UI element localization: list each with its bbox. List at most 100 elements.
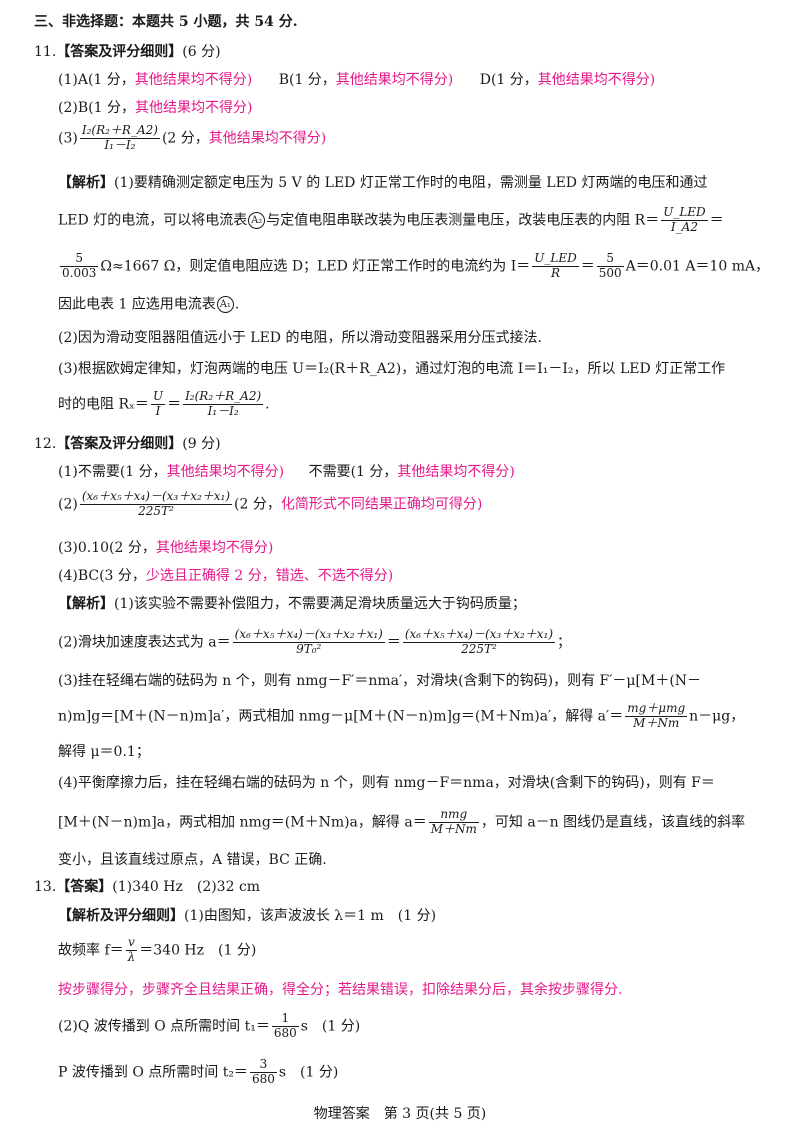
q13-header: 13.【答案】(1)340 Hz (2)32 cm (34, 879, 260, 896)
q13-p2-fden: λ (127, 949, 136, 964)
q12-p2-f2den: 225T² (461, 641, 497, 656)
q12-answer-3: (3)0.10(2 分，其他结果均不得分) (58, 540, 273, 557)
q11-analysis-label: 【解析】 (58, 175, 114, 191)
q12-p3b-fnum: mg＋μmg (625, 701, 688, 717)
q12-header: 12.【答案及评分细则】(9 分) (34, 436, 221, 453)
q11-answer-3: (3)I₂(R₂＋R_A2)I₁－I₂(2 分，其他结果均不得分) (58, 123, 326, 153)
q13-p2-post: ＝340 Hz (1 分) (139, 942, 257, 959)
q13-analysis-label: 【解析及评分细则】 (58, 908, 184, 924)
q11-analysis-p1a: (1)要精确测定额定电压为 5 V 的 LED 灯正常工作时的电阻，需测量 LE… (114, 175, 708, 191)
q12-a2-prefix: (2) (58, 496, 78, 513)
q12-a3-text: (3)0.10(2 分， (58, 540, 156, 556)
q11-a1-note3: 其他结果均不得分) (537, 72, 656, 88)
q11-p1c-post: A＝0.01 A＝10 mA， (625, 258, 770, 275)
q13-number: 13. (34, 879, 57, 895)
q11-p1c-mid: Ω≈1667 Ω，则定值电阻应选 D；LED 灯正常工作时的电流约为 I＝ (100, 258, 531, 275)
q11-p1c-f2den: R (550, 265, 560, 280)
q12-header-label: 【答案及评分细则】 (56, 436, 183, 452)
q12-a1-part1: (1)不需要(1 分， (58, 464, 167, 480)
q12-p2-f2num: (x₆＋x₅＋x₄)－(x₃＋x₂＋x₁) (402, 627, 556, 643)
q11-p3b-f2num: I₂(R₂＋R_A2) (183, 389, 264, 405)
q11-a1-note2: 其他结果均不得分) (335, 72, 454, 88)
q11-a3-fraction: I₂(R₂＋R_A2)I₁－I₂ (79, 123, 160, 153)
q12-answer-4: (4)BC(3 分，少选且正确得 2 分，错选、不选不得分) (58, 568, 393, 585)
q12-p3b-pre: n)m]g＝[M＋(N－n)m]a′，两式相加 nmg－μ[M＋(N－n)m]g… (58, 708, 624, 725)
q11-p3b-f2den: I₁－I₂ (207, 403, 239, 418)
q12-p3b-fden: M＋Nm (633, 715, 680, 730)
q11-a3-prefix: (3) (58, 130, 78, 147)
q12-p4b-pre: [M＋(N－n)m]a，两式相加 nmg＝(M＋Nm)a，解得 a＝ (58, 814, 427, 831)
q11-p1b-eq: ＝ (709, 212, 724, 229)
q13-p3-fnum: 1 (271, 1011, 299, 1027)
q12-p2-f1den: 9T₀² (296, 641, 322, 656)
q12-analysis-p1: (1)该实验不需要补偿阻力，不需要满足滑块质量远大于钩码质量； (114, 596, 526, 612)
q12-score: (9 分) (182, 436, 221, 452)
q11-p1c-f3num: 5 (596, 251, 624, 267)
q11-p3b-eq: ＝ (167, 396, 182, 413)
q11-analysis-5: (2)因为滑动变阻器阻值远小于 LED 的电阻，所以滑动变阻器采用分压式接法. (58, 330, 542, 346)
q11-p1b-fnum: U_LED (661, 205, 708, 221)
q12-a2-numerator: (x₆＋x₅＋x₄)－(x₃＋x₂＋x₁) (79, 489, 233, 505)
q11-a1-part2: B(1 分， (278, 72, 336, 88)
q13-p4-pre: P 波传播到 O 点所需时间 t₂＝ (58, 1064, 248, 1081)
q11-p1c-eq: ＝ (580, 258, 595, 275)
q12-analysis-1: 【解析】(1)该实验不需要补偿阻力，不需要满足滑块质量远大于钩码质量； (58, 596, 526, 613)
q13-p3-fden: 680 (273, 1025, 297, 1040)
q13-analysis-1: 【解析及评分细则】(1)由图知，该声波波长 λ＝1 m (1 分) (58, 908, 436, 925)
section-title: 三、非选择题：本题共 5 小题，共 54 分. (34, 14, 298, 30)
q11-p1b-post: 与定值电阻串联改装为电压表测量电压，改装电压表的内阻 R＝ (266, 212, 660, 229)
q11-a1-part1: (1)A(1 分， (58, 72, 135, 88)
q11-a2-text: (2)B(1 分， (58, 100, 135, 116)
q11-a1-part3: D(1 分， (479, 72, 538, 88)
q12-analysis-4: n)m]g＝[M＋(N－n)m]a′，两式相加 nmg－μ[M＋(N－n)m]g… (58, 701, 744, 731)
q12-a2-note: 化简形式不同结果正确均可得分) (280, 496, 483, 513)
q12-answer-1: (1)不需要(1 分，其他结果均不得分) 不需要(1 分，其他结果均不得分) (58, 464, 515, 481)
q11-a3-denominator: I₁－I₂ (104, 137, 136, 152)
q12-p2-post: ； (557, 634, 572, 651)
q12-analysis-label: 【解析】 (58, 596, 114, 612)
q11-number: 11. (34, 44, 57, 60)
q11-p3b-f1num: U (150, 389, 166, 405)
q12-a1-note2: 其他结果均不得分) (397, 464, 515, 480)
q12-a3-note: 其他结果均不得分) (155, 540, 274, 556)
q13-p4-post: s (1 分) (278, 1064, 339, 1081)
q13-header-label: 【答案】 (56, 879, 113, 895)
q12-analysis-6: (4)平衡摩擦力后，挂在轻绳右端的砝码为 n 个，则有 nmg－F＝nma，对滑… (58, 775, 715, 791)
q11-p3b-fraction2: I₂(R₂＋R_A2)I₁－I₂ (183, 389, 264, 419)
q12-a2-score: (2 分， (234, 496, 281, 513)
q12-p2-pre: (2)滑块加速度表达式为 a＝ (58, 634, 231, 651)
q11-p1c-fnum: 5 (60, 251, 99, 267)
q12-analysis-8: 变小，且该直线过原点，A 错误，BC 正确. (58, 852, 327, 868)
q11-p1b-fden: I_A2 (670, 219, 698, 234)
q11-a3-numerator: I₂(R₂＋R_A2) (79, 123, 160, 139)
q11-a3-score: (2 分， (161, 130, 209, 147)
q12-a2-denominator: 225T² (138, 503, 174, 518)
q11-answer-1: (1)A(1 分，其他结果均不得分) B(1 分，其他结果均不得分) D(1 分… (58, 72, 655, 89)
q11-header-label: 【答案及评分细则】 (56, 44, 183, 60)
q12-p2-fraction1: (x₆＋x₅＋x₄)－(x₃＋x₂＋x₁)9T₀² (232, 627, 385, 657)
q12-analysis-5: 解得 μ＝0.1； (58, 744, 150, 760)
q13-p2-fnum: v (125, 935, 138, 951)
q12-analysis-3: (3)挂在轻绳右端的砝码为 n 个，则有 nmg－F′＝nma′，对滑块(含剩下… (58, 673, 702, 689)
page-footer: 物理答案 第 3 页(共 5 页) (313, 1106, 487, 1122)
q11-p3b-post: . (265, 396, 270, 413)
q11-score: (6 分) (182, 44, 221, 60)
q13-answer: (1)340 Hz (2)32 cm (112, 879, 261, 895)
ammeter-a1-icon: A₁ (216, 296, 234, 313)
q12-a4-note: 少选且正确得 2 分，错选、不选不得分) (145, 568, 394, 584)
q13-p2-pre: 故频率 f＝ (58, 942, 124, 959)
